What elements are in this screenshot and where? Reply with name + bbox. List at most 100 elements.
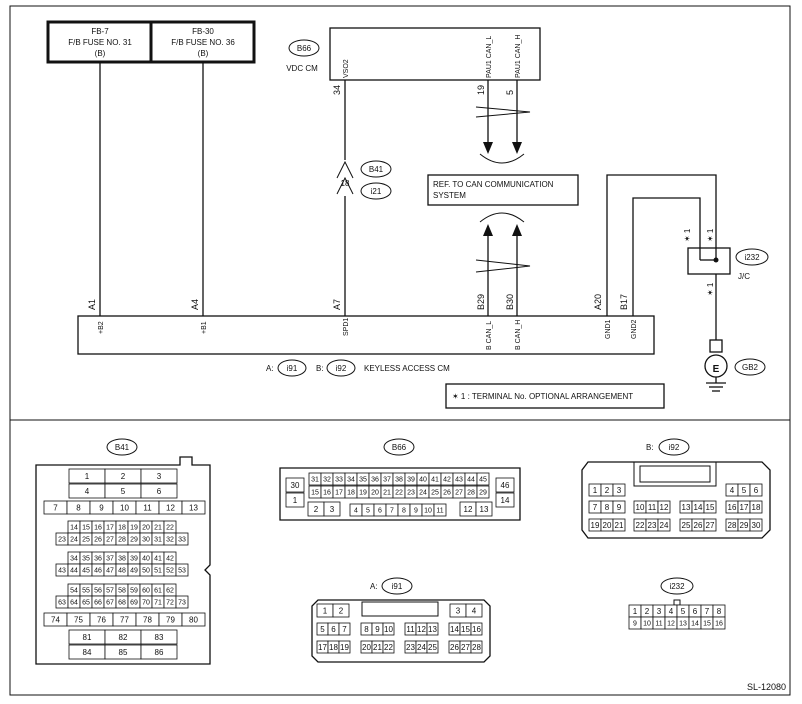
i92-pin-label: 22 [636,521,645,530]
i92-pin-label: 28 [728,521,737,530]
fuse-fb7: FB-7 F/B FUSE NO. 31 (B) [68,27,132,58]
i232-pin-label: 12 [667,621,675,628]
i91-pin-label: 26 [450,643,459,652]
b66-pin-label: 41 [431,477,439,484]
i91-pin-cell [382,622,395,636]
i232-pin-label: 7 [705,607,710,616]
b66-pin-label: 14 [501,496,510,505]
conn-b66-housing [279,467,521,521]
b41-pin-label: 80 [189,615,198,624]
b41-pin-label: 30 [142,537,150,544]
i232-pin-label: 10 [643,621,651,628]
b41-pin-cell [140,629,178,645]
b41-pin-label: 37 [106,556,114,563]
vdc-cm: B66 VDC CM VSO2 PAU1 CAN_L PAU1 CAN_H 34… [286,27,541,95]
can-bottom-wires [475,212,531,316]
vdc-pin-5: 5 [505,90,515,95]
b66-pin-cell [495,477,515,493]
b66-pin-label: 1 [293,496,298,505]
b41-pin-label: 52 [166,568,174,575]
twisted-pair-top [475,106,531,118]
b66-pin-cell [323,501,341,517]
i92-pin-label: 14 [694,503,703,512]
fuse-fb7-id: FB-7 [91,27,109,36]
i92-pin-cell [612,500,626,514]
b66-pin-label: 29 [479,490,487,497]
vdc-pin-vso2-name: VSO2 [343,59,350,78]
b41-pin-cell [181,612,206,627]
b41-pin-label: 46 [94,568,102,575]
i91-pin-label: 11 [406,625,415,634]
b41-pin-label: 76 [97,615,106,624]
i91-pin-cell [470,640,483,654]
pin-a20-name: GND1 [605,319,612,339]
b41-pin-label: 17 [106,525,114,532]
fuse-fb30-id: FB-30 [192,27,214,36]
vdc-pin-can-l-name: PAU1 CAN_L [486,36,493,78]
i91-pin-cell [338,622,351,636]
gb2-badge-oval [734,358,766,376]
b66-pin-label: 18 [347,490,355,497]
b66-pin-label: 39 [407,477,415,484]
conn-i232-badge: i232 [669,582,685,591]
conn-b66-badge-oval [383,438,415,456]
b41-pin-label: 59 [130,588,138,595]
i91-pin-label: 20 [362,643,371,652]
conn-i91-prefix: A: [370,582,378,591]
i232-pin-label: 5 [681,607,686,616]
b41-pin-label: 60 [142,588,150,595]
keyless-b-badge-oval [326,359,356,377]
i232-pin-label: 6 [693,607,698,616]
b66-pin-label: 8 [402,508,406,515]
i92-pin-label: 2 [605,486,610,495]
i91-pin-label: 19 [340,643,349,652]
vdc-pin-34: 34 [332,85,342,95]
i92-pin-label: 29 [740,521,749,530]
b41-pin-label: 25 [82,537,90,544]
b41-pin-label: 4 [85,487,90,496]
gb2-badge: GB2 [742,363,759,372]
b66-pin-label: 27 [455,490,463,497]
i91-pin-label: 15 [461,625,470,634]
b41-pin-label: 62 [166,588,174,595]
b41-pin-label: 71 [154,600,162,607]
conn-i232-badge-oval [660,577,694,595]
b66-pin-label: 22 [395,490,403,497]
b66-pin-label: 33 [335,477,343,484]
ground-wires [606,174,717,316]
pin-b17-code: B17 [619,294,629,310]
conn-b41-housing [35,456,211,665]
outer-frame [9,5,791,696]
i91-pin-cell [426,640,439,654]
can-bottom-arc [479,212,525,223]
b41-pin-label: 32 [166,537,174,544]
pin-b17-name: GND2 [631,319,638,339]
vdc-pin-19: 19 [476,85,486,95]
conn-i91-lock [361,601,439,617]
fuse-fb30-color: (B) [198,49,209,58]
b66-pin-label: 38 [395,477,403,484]
i92-pin-label: 3 [617,486,622,495]
b41-pin-label: 49 [130,568,138,575]
i92-pin-label: 23 [648,521,657,530]
jc-star-right: ✶ 1 [706,228,715,242]
vdc-label: VDC CM [286,64,318,73]
b41-pin-label: 83 [155,633,164,642]
b41-pin-label: 29 [130,537,138,544]
b66-pin-label: 25 [431,490,439,497]
b41-pin-cell [181,500,206,515]
b41-pin-label: 31 [154,537,162,544]
i91-pin-label: 8 [364,625,369,634]
keyless-b-prefix: B: [316,364,324,373]
b41-pin-label: 38 [118,556,126,563]
b41-pin-label: 77 [120,615,129,624]
jc-badge: i232 [744,253,760,262]
note-text: ✶ 1 : TERMINAL No. OPTIONAL ARRANGEMENT [452,392,633,401]
